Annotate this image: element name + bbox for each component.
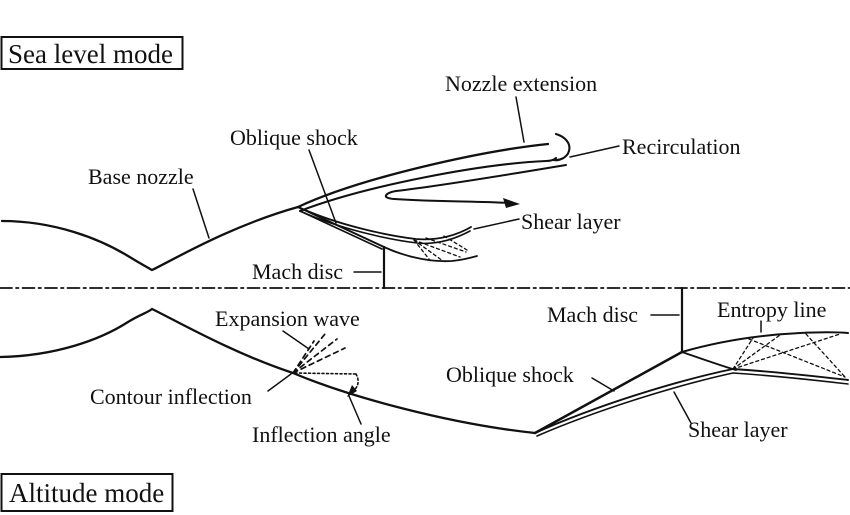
entropy-fan-top xyxy=(413,235,468,262)
reflected-shock-bottom xyxy=(681,351,737,371)
leader-contour-inflection xyxy=(267,373,292,392)
leader-nozzle-extension xyxy=(515,96,525,143)
recirculation-label: Recirculation xyxy=(622,134,741,159)
recirculation-arrow xyxy=(385,164,567,204)
oblique-shock-bottom xyxy=(533,350,684,435)
inflection-angle-label: Inflection angle xyxy=(252,422,391,447)
oblique-shock-bottom-label: Oblique shock xyxy=(446,362,574,387)
shear-layer-bottom-line1 xyxy=(534,368,849,434)
mach-disc-bottom-label: Mach disc xyxy=(547,302,638,327)
leader-shear-layer-top xyxy=(473,218,520,230)
extension-tip-curl xyxy=(551,132,571,162)
sea-level-mode-label: Sea level mode xyxy=(8,39,173,69)
reflected-shock-top xyxy=(383,246,478,263)
inflection-angle-arrowhead xyxy=(347,385,357,397)
shear-layer-top-line1 xyxy=(297,206,472,241)
leader-inflection-angle xyxy=(348,395,362,425)
leader-oblique-shock-top xyxy=(308,149,337,224)
entropy-fan-bottom xyxy=(732,333,846,378)
shear-layer-top-line2 xyxy=(299,210,471,245)
contour-inflection-label: Contour inflection xyxy=(90,384,252,409)
slip-line-bottom xyxy=(681,331,849,353)
recirculation-arrowhead xyxy=(503,198,520,208)
leader-recirculation xyxy=(569,145,620,158)
oblique-shock-top-line1 xyxy=(297,206,385,248)
altitude-mode-box xyxy=(0,473,174,512)
oblique-shock-top-line2 xyxy=(299,210,383,250)
leader-expansion-wave xyxy=(282,330,310,350)
sea-level-mode-box xyxy=(0,36,184,70)
extension-wall-outer-top xyxy=(296,142,550,209)
altitude-half xyxy=(0,286,849,437)
shear-layer-bottom-label: Shear layer xyxy=(688,417,788,442)
mach-disc-top-label: Mach disc xyxy=(252,259,343,284)
altitude-mode-label: Altitude mode xyxy=(9,478,164,508)
leader-base-nozzle xyxy=(192,188,210,239)
inflection-reference-line xyxy=(294,372,357,375)
base-nozzle-contour-top xyxy=(0,205,300,272)
altitude-leaders xyxy=(267,314,762,425)
expansion-wave-label: Expansion wave xyxy=(215,306,360,331)
leader-oblique-shock-bottom xyxy=(591,377,615,392)
nozzle-extension-label: Nozzle extension xyxy=(445,71,597,96)
shear-layer-top-label: Shear layer xyxy=(521,209,621,234)
diagram-labels: Sea level mode Altitude mode Nozzle exte… xyxy=(8,39,826,508)
leader-shear-layer-bottom xyxy=(673,391,692,424)
sea-level-half xyxy=(0,96,620,290)
sea-level-leaders xyxy=(192,96,620,273)
base-nozzle-label: Base nozzle xyxy=(88,164,194,189)
nozzle-contour-bottom xyxy=(0,307,537,435)
oblique-shock-top-label: Oblique shock xyxy=(230,125,358,150)
entropy-line-label: Entropy line xyxy=(717,297,826,322)
expansion-wave-fan xyxy=(292,333,346,374)
shear-layer-bottom-line2 xyxy=(536,372,849,437)
